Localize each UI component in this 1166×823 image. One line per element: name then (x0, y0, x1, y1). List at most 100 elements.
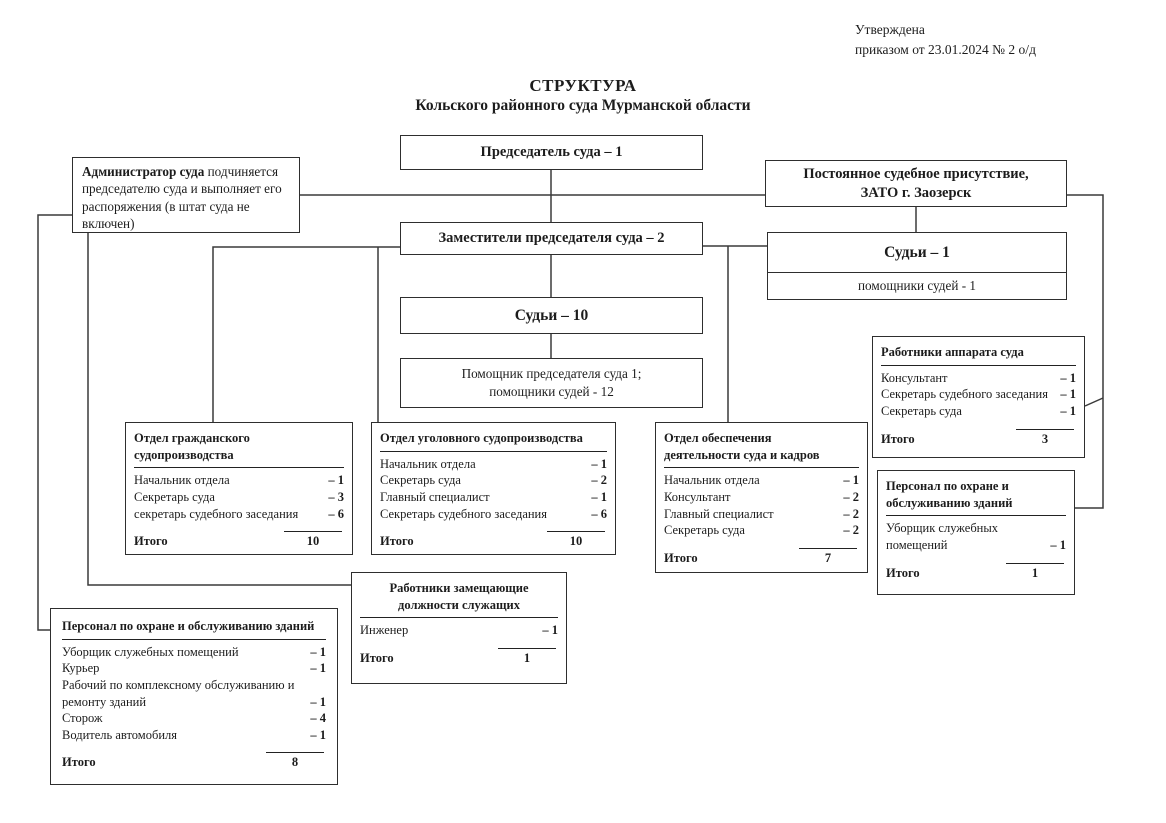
staff-row-value: – 2 (843, 506, 859, 521)
total-label: Итого (881, 431, 915, 446)
staff-row-label: Начальник отдела (664, 473, 760, 488)
support-title: Отдел обеспечения деятельности суда и ка… (664, 431, 820, 462)
total-divider (799, 547, 857, 549)
staff-row-label: Начальник отдела (380, 456, 476, 471)
total-divider (1016, 428, 1074, 430)
staff-row: Главный специалист – 2 (664, 506, 859, 523)
staff-row-label: Секретарь суда (664, 523, 745, 538)
staff-row: Сторож– 4 (62, 710, 326, 727)
total-label: Итого (664, 550, 698, 565)
staff-row-label: Уборщик служебных помещений (62, 644, 239, 659)
permanent-presence-line2: ЗАТО г. Заозерск (860, 184, 972, 201)
divider (360, 617, 558, 619)
staff-row: секретарь судебного заседания – 6 (134, 506, 344, 523)
approval-line2: приказом от 23.01.2024 № 2 о/д (855, 41, 1036, 57)
staff-row-label: Рабочий по комплексному обслуживанию и р… (62, 677, 295, 709)
total-value: 10 (569, 534, 583, 549)
staff-row: Секретарь суда– 3 (134, 489, 344, 506)
connector-civil-drop (212, 246, 400, 422)
staff-row: Уборщик служебных помещений – 1 (62, 644, 326, 661)
staff-row-label: Секретарь суда (881, 403, 962, 418)
total-value: 1 (523, 650, 531, 665)
total-label: Итого (380, 534, 414, 549)
node-administrator: Администратор суда подчиняется председат… (72, 157, 300, 233)
node-permanent-presence: Постоянное судебное присутствие, ЗАТО г.… (765, 160, 1067, 207)
approval-note: Утверждена приказом от 23.01.2024 № 2 о/… (855, 20, 1155, 59)
page-subtitle: Кольского районного суда Мурманской обла… (415, 97, 751, 114)
staff-row: Начальник отдела – 1 (380, 456, 607, 473)
node-deputies: Заместители председателя суда – 2 (400, 222, 703, 255)
staff-row-value: – 1 (591, 456, 607, 471)
apparatus-total-row: Итого 3 (881, 431, 1076, 448)
staff-row-label: Секретарь суда (380, 473, 461, 488)
replacing-title: Работники замещающие должности служащих (389, 581, 529, 612)
divider (380, 450, 607, 452)
replacing-total-row: Итого 1 (360, 650, 558, 667)
criminal-title: Отдел уголовного судопроизводства (380, 431, 583, 445)
node-zato-judges: Судьи – 1 помощники судей - 1 (767, 232, 1067, 300)
chairman-assistants-line2: помощники судей - 12 (489, 384, 614, 399)
staff-row-label: Сторож (62, 711, 103, 726)
total-divider (284, 531, 342, 533)
staff-row-value: – 6 (591, 506, 607, 521)
criminal-total-row: Итого 10 (380, 533, 607, 550)
staff-row-value: – 1 (310, 644, 326, 659)
total-label: Итого (62, 755, 96, 770)
divider (664, 467, 859, 469)
connector-left-trunk (37, 214, 72, 631)
staff-row-label: Главный специалист (664, 506, 774, 521)
security-right-title: Персонал по охране и обслуживанию зданий (886, 479, 1013, 510)
judges-label: Судьи – 10 (514, 306, 589, 324)
staff-row-label: Главный специалист (380, 489, 490, 504)
staff-row-value: – 1 (542, 623, 558, 638)
staff-box-civil: Отдел гражданского судопроизводства Нача… (125, 422, 353, 555)
security-right-rows: Уборщик служебных помещений – 1 (886, 520, 1066, 553)
staff-row: Рабочий по комплексному обслуживанию и р… (62, 677, 326, 710)
staff-row: Консультант – 1 (881, 370, 1076, 387)
total-divider (547, 531, 605, 533)
staff-row-value: – 1 (1060, 387, 1076, 402)
support-total-row: Итого 7 (664, 550, 859, 567)
staff-row-value: – 1 (310, 661, 326, 676)
staff-row-label: Секретарь судебного заседания (881, 387, 1048, 402)
chairman-assistants-line1: Помощник председателя суда 1; (461, 365, 642, 381)
staff-row: Курьер– 1 (62, 660, 326, 677)
staff-row: Начальник отдела– 1 (134, 472, 344, 489)
staff-row-value: – 1 (328, 473, 344, 488)
zato-judges-main: Судьи – 1 (768, 233, 1066, 272)
staff-row-label: Уборщик служебных помещений (886, 521, 999, 552)
staff-row-value: – 1 (1050, 537, 1066, 552)
staff-box-criminal: Отдел уголовного судопроизводства Началь… (371, 422, 616, 555)
staff-row: Секретарь судебного заседания – 1 (881, 386, 1076, 403)
divider (881, 364, 1076, 366)
node-chairman-assistants: Помощник председателя суда 1; помощники … (400, 358, 703, 408)
chairman-label: Председатель суда – 1 (480, 144, 623, 161)
staff-box-security-bottom: Персонал по охране и обслуживанию зданий… (50, 608, 338, 785)
permanent-presence-line1: Постоянное судебное присутствие, (803, 166, 1029, 183)
staff-row-label: секретарь судебного заседания (134, 506, 299, 521)
staff-row-value: – 1 (591, 489, 607, 504)
staff-row-value: – 1 (1060, 370, 1076, 385)
zato-judges-assistants: помощники судей - 1 (768, 272, 1066, 299)
staff-row: Инженер – 1 (360, 622, 558, 639)
staff-row-value: – 6 (328, 506, 344, 521)
staff-row-value: – 1 (1060, 403, 1076, 418)
total-value: 1 (1031, 565, 1039, 580)
divider (134, 467, 344, 469)
total-value: 10 (306, 534, 320, 549)
connector-apparatus-trunk (1084, 397, 1104, 407)
staff-row-label: Консультант (881, 370, 948, 385)
staff-row-value: – 3 (328, 489, 344, 504)
security-bottom-total-row: Итого 8 (62, 754, 326, 771)
staff-row-label: Секретарь судебного заседания (380, 506, 547, 521)
staff-row-label: Инженер (360, 623, 409, 638)
node-chairman: Председатель суда – 1 (400, 135, 703, 170)
zato-judges-label: Судьи – 1 (884, 243, 950, 261)
page-title: СТРУКТУРА (529, 76, 637, 95)
staff-row: Секретарь суда – 1 (881, 403, 1076, 420)
